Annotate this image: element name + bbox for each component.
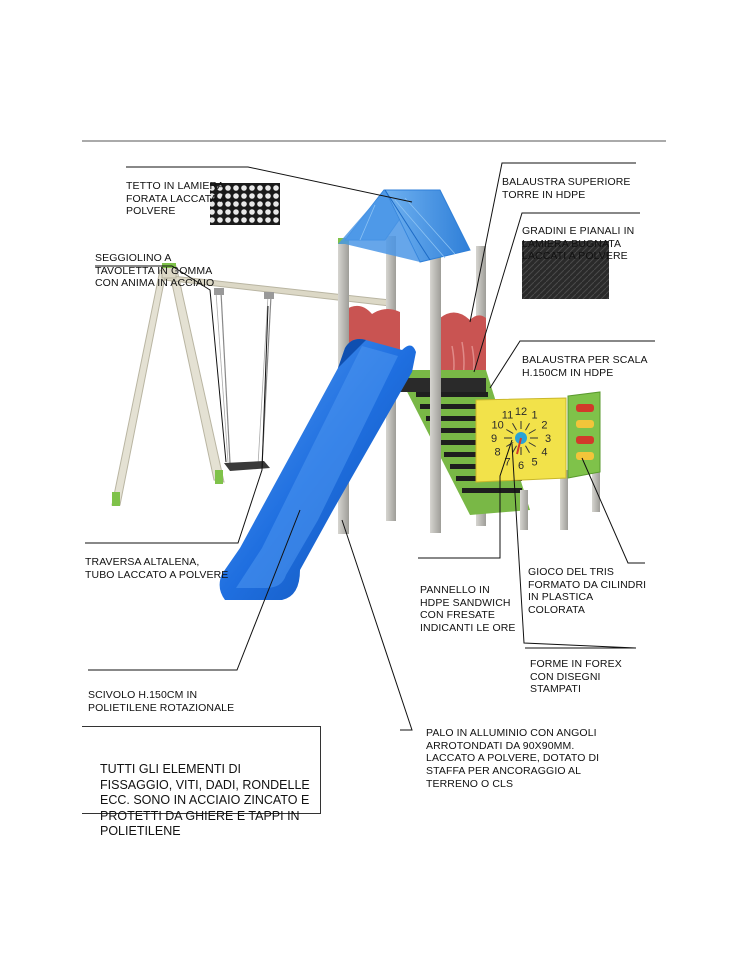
clock-number: 10: [491, 420, 503, 432]
clock-tick: [512, 423, 517, 431]
clock-number: 4: [541, 447, 547, 459]
clock-number: 8: [495, 447, 501, 459]
swing-beam-label: TRAVERSA ALTALENA,TUBO LACCATO A POLVERE: [85, 556, 229, 581]
clock-number: 3: [545, 433, 551, 445]
clock-number: 7: [504, 456, 510, 468]
clock-number: 2: [541, 420, 547, 432]
clock-tick: [528, 442, 536, 447]
clock-number: 5: [531, 456, 537, 468]
clock-hand: [516, 437, 522, 455]
leader-lines: [85, 162, 655, 731]
perforated-sheet-swatch: [210, 183, 280, 225]
clock-number: 6: [518, 460, 524, 472]
clock-tick: [528, 429, 536, 434]
slide: [219, 339, 416, 600]
clock-tick: [506, 442, 514, 447]
clock-tick: [525, 423, 530, 431]
clock-number: 11: [502, 410, 513, 422]
clock-number: 12: [515, 406, 527, 418]
clock-tick: [506, 429, 514, 434]
clock-tick: [525, 445, 530, 453]
clock-number: 1: [531, 410, 537, 422]
clock-number: 9: [491, 433, 497, 445]
clock-tick: [512, 445, 517, 453]
tread-plate-swatch: [522, 241, 609, 299]
